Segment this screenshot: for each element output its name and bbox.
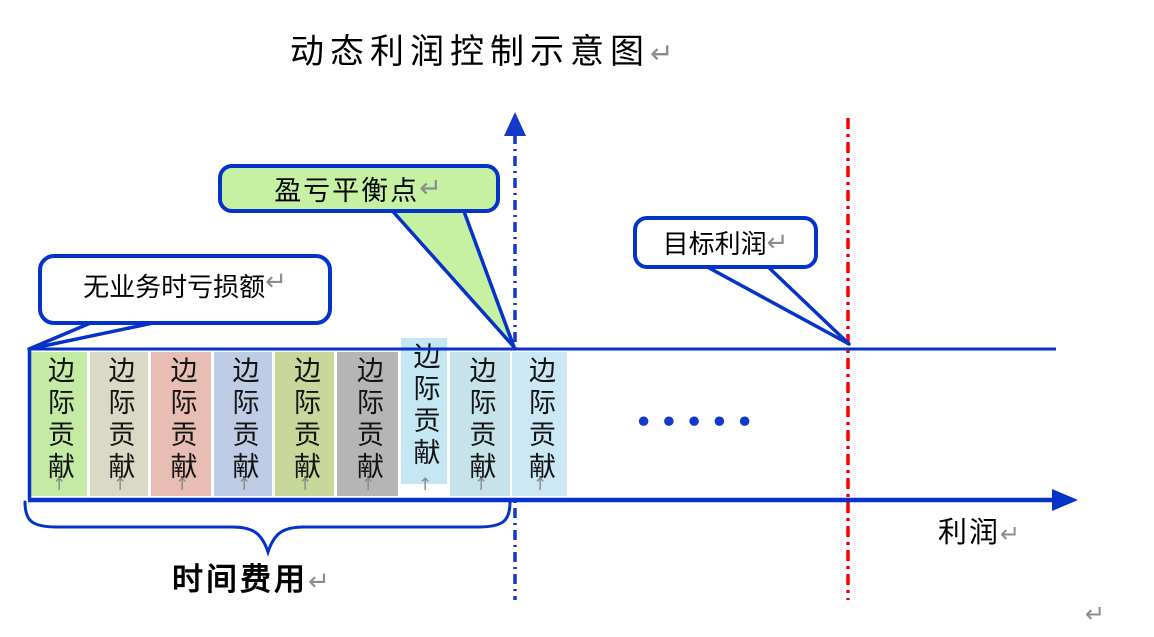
bar-label: 边际贡献 bbox=[165, 356, 197, 484]
bar-label: 边际贡献 bbox=[227, 356, 259, 484]
up-arrow-icon: ↑ bbox=[113, 475, 128, 495]
up-arrow-icon: ↑ bbox=[52, 475, 67, 495]
bar-label: 边际贡献 bbox=[408, 342, 440, 470]
bar-label: 边际贡献 bbox=[43, 356, 74, 484]
return-mark: ↵ bbox=[265, 267, 287, 297]
margin-contribution-bar: 边际贡献 bbox=[512, 352, 567, 496]
margin-contribution-bar: 边际贡献 bbox=[337, 352, 398, 496]
margin-contribution-bar: 边际贡献 bbox=[450, 352, 510, 496]
bar-label: 边际贡献 bbox=[524, 356, 555, 484]
up-arrow-icon: ↑ bbox=[175, 475, 190, 495]
no-business-loss-label: 无业务时亏损额 bbox=[83, 273, 266, 303]
up-arrow-icon: ↑ bbox=[361, 475, 376, 495]
no-business-loss-callout: 无业务时亏损额↵ bbox=[38, 254, 332, 325]
margin-contribution-bar: 边际贡献 bbox=[214, 352, 272, 496]
up-arrow-icon: ↑ bbox=[237, 475, 252, 495]
up-arrow-icon: ↑ bbox=[418, 475, 433, 495]
margin-contribution-bar: 边际贡献 bbox=[401, 338, 447, 484]
break-even-label: 盈亏平衡点 bbox=[274, 176, 420, 207]
margin-contribution-bar: 边际贡献 bbox=[151, 352, 211, 496]
up-arrow-icon: ↑ bbox=[298, 475, 313, 495]
continuation-dots: ••••• bbox=[635, 407, 762, 438]
up-arrow-icon: ↑ bbox=[474, 475, 489, 495]
break-even-callout: 盈亏平衡点↵ bbox=[218, 164, 500, 213]
margin-contribution-bar: 边际贡献 bbox=[275, 352, 334, 496]
bar-label: 边际贡献 bbox=[103, 356, 135, 484]
return-mark: ↵ bbox=[766, 227, 789, 258]
return-mark: ↵ bbox=[419, 173, 444, 204]
bar-label: 边际贡献 bbox=[289, 356, 320, 484]
margin-contribution-bar: 边际贡献 bbox=[90, 352, 148, 496]
up-arrow-icon: ↑ bbox=[533, 475, 548, 495]
margin-contribution-bar: 边际贡献 bbox=[30, 352, 87, 496]
bar-label: 边际贡献 bbox=[352, 356, 383, 484]
target-profit-label: 目标利润 bbox=[662, 230, 767, 260]
target-profit-callout: 目标利润↵ bbox=[633, 216, 818, 269]
bar-label: 边际贡献 bbox=[464, 356, 496, 484]
